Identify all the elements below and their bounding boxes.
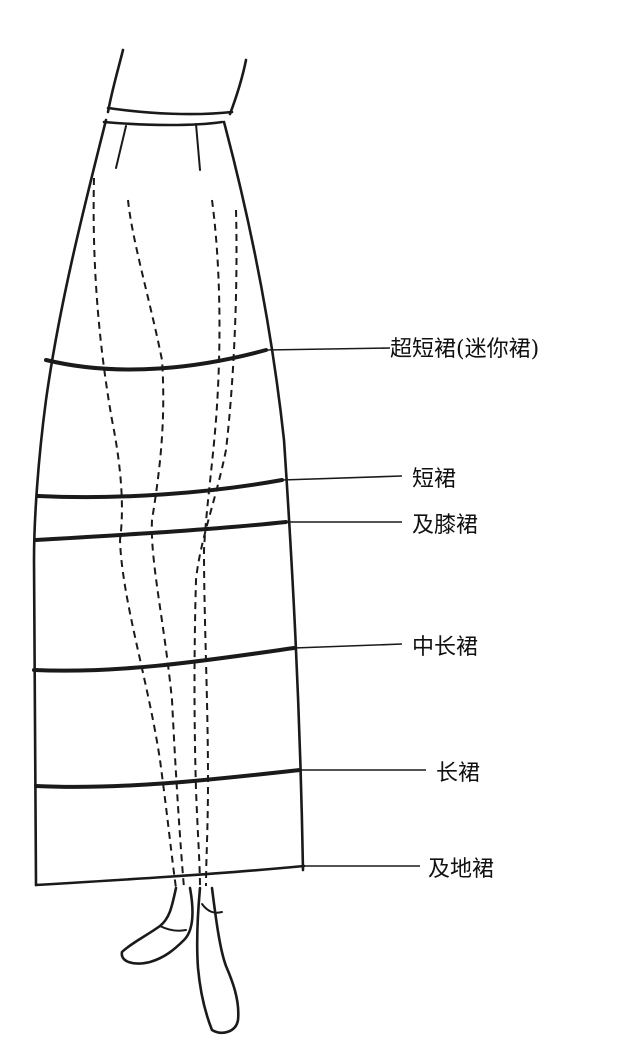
- label-short: 短裙: [412, 467, 456, 492]
- waistband: [102, 106, 234, 127]
- torso: [106, 48, 248, 116]
- labels: 超短裙(迷你裙) 短裙 及膝裙 中长裙 长裙 及地裙: [390, 337, 539, 882]
- foot-left: [120, 886, 194, 965]
- feet: [120, 886, 240, 1034]
- hem-knee: [34, 520, 288, 542]
- hem-mini: [44, 348, 268, 372]
- hem-midi: [32, 646, 296, 673]
- label-floor: 及地裙: [428, 857, 494, 882]
- leader-midi: [293, 643, 403, 649]
- label-knee: 及膝裙: [412, 513, 478, 538]
- label-midi: 中长裙: [412, 635, 478, 660]
- foot-right: [195, 886, 240, 1034]
- legs-hidden: [92, 177, 238, 889]
- label-long: 长裙: [436, 761, 480, 786]
- darts: [115, 123, 201, 171]
- label-mini: 超短裙(迷你裙): [390, 337, 539, 362]
- skirt-outline: [32, 118, 306, 887]
- hem-lines: [32, 348, 302, 789]
- hem-short: [36, 478, 284, 500]
- leader-lines: [265, 347, 426, 867]
- leader-short: [281, 475, 403, 481]
- hem-long: [34, 768, 302, 789]
- leader-mini: [265, 347, 391, 351]
